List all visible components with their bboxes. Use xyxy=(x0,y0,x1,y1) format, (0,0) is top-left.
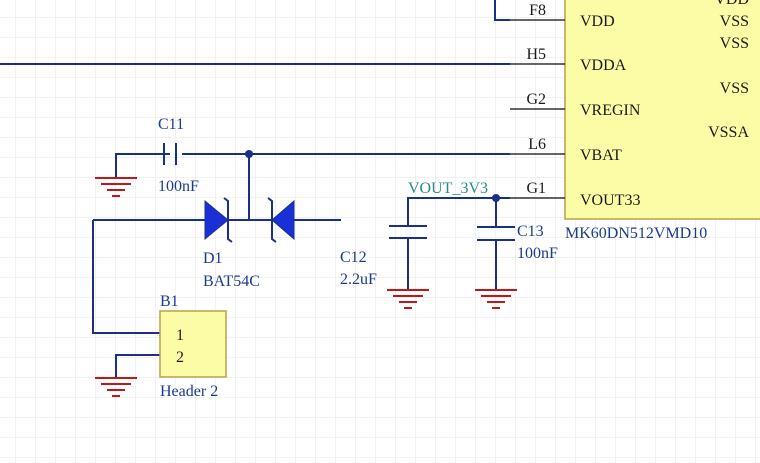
pin-name-vregin: VREGIN xyxy=(580,102,641,119)
c13-value: 100nF xyxy=(517,245,558,262)
ground-symbol xyxy=(387,289,429,309)
pin-number-f8: F8 xyxy=(529,2,546,19)
capacitor-c11[interactable]: C11 100nF xyxy=(158,116,199,195)
chip-body[interactable] xyxy=(564,0,760,220)
pin-name-right-vss: VSS xyxy=(720,80,749,97)
junction-dot xyxy=(245,150,253,158)
c11-ref: C11 xyxy=(158,116,184,133)
ground-symbol xyxy=(475,289,517,309)
ground-symbol xyxy=(95,377,137,397)
pin-number-l6: L6 xyxy=(528,136,546,153)
header-b1[interactable]: 1 2 B1 Header 2 xyxy=(159,293,227,400)
c11-value: 100nF xyxy=(158,178,199,195)
ground-symbol xyxy=(95,177,137,197)
mcu-chip[interactable]: F8 VDD H5 VDDA G2 VREGIN L6 VBAT G1 VOUT… xyxy=(510,0,760,242)
pin-name-vdd: VDD xyxy=(580,13,615,30)
header-pin-1: 1 xyxy=(176,327,184,344)
diode-d1[interactable]: D1 BAT54C xyxy=(203,197,295,290)
pin-name-vout33: VOUT33 xyxy=(580,192,640,209)
pin-name-right-vss: VSS xyxy=(720,35,749,52)
wires xyxy=(0,0,510,377)
pin-name-vdda: VDDA xyxy=(580,57,627,74)
b1-ref: B1 xyxy=(160,293,179,310)
header-pin-2: 2 xyxy=(176,349,184,366)
pin-name-vbat: VBAT xyxy=(580,147,622,164)
chip-designator: MK60DN512VMD10 xyxy=(565,225,707,242)
header-body[interactable] xyxy=(159,310,227,378)
diode-cathode-triangle xyxy=(271,199,295,241)
c13-ref: C13 xyxy=(517,223,544,240)
diode-anode-triangle xyxy=(204,199,229,241)
d1-ref: D1 xyxy=(203,250,223,267)
b1-value: Header 2 xyxy=(160,383,218,400)
c12-ref: C12 xyxy=(340,249,367,266)
pin-number-g1: G1 xyxy=(526,180,546,197)
d1-value: BAT54C xyxy=(203,273,260,290)
pin-number-h5: H5 xyxy=(526,46,546,63)
c12-value: 2.2uF xyxy=(340,271,377,288)
capacitor-c12[interactable]: C12 2.2uF xyxy=(340,225,427,288)
pin-name-right-vssa: VSSA xyxy=(708,124,749,141)
capacitor-c13[interactable]: C13 100nF xyxy=(477,223,558,262)
junction-dot xyxy=(492,194,500,202)
net-label-vout-3v3: VOUT_3V3 xyxy=(408,180,488,197)
pin-name-right-vss: VSS xyxy=(720,13,749,30)
pin-name-right-vdd: VDD xyxy=(714,0,749,8)
pin-number-g2: G2 xyxy=(526,91,546,108)
